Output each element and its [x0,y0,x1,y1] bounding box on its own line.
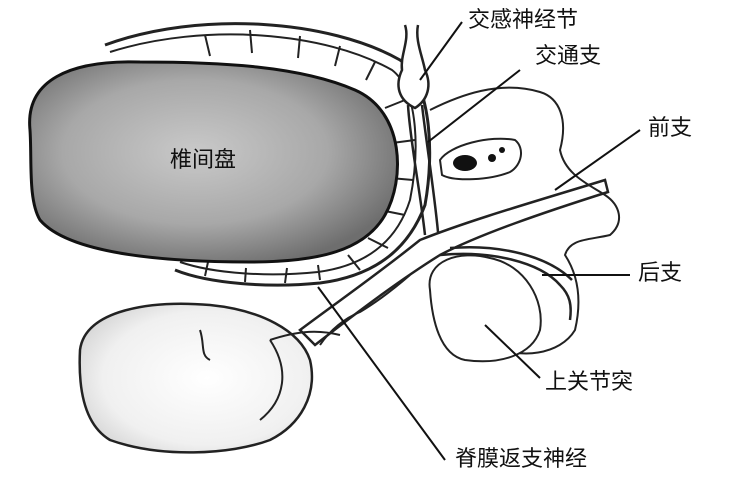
foramen [438,137,522,181]
sympathetic-trunk-lower [406,104,440,236]
spinal-nerve [298,178,610,347]
superior-articular-process [428,254,542,363]
posterior-ramus [439,246,573,321]
superior-articular-process-label: 上关节突 [545,370,634,395]
communicating-branch-label: 交通支 [535,44,602,69]
sympathetic-trunk [397,24,430,110]
periosteal-nerve-branches [204,29,416,284]
sinuvertebral-nerve-path [319,274,411,346]
foramen-spot-tiny [499,147,505,153]
leader-lines [317,21,641,461]
posterior-ramus-label: 后支 [638,261,683,286]
sympathetic-ganglion-label: 交感神经节 [468,8,579,33]
anterior-ramus-label: 前支 [648,116,693,141]
dural-sac [78,302,314,454]
foramen-spot-small [488,154,496,162]
sinuvertebral-nerve-label: 脊膜返支神经 [455,447,588,472]
disc-label: 椎间盘 [170,148,237,173]
foramen-spot-large [453,155,477,171]
vertebra-rim-outer [104,22,432,287]
intervertebral-disc [28,60,399,264]
nerve-root [199,329,341,421]
